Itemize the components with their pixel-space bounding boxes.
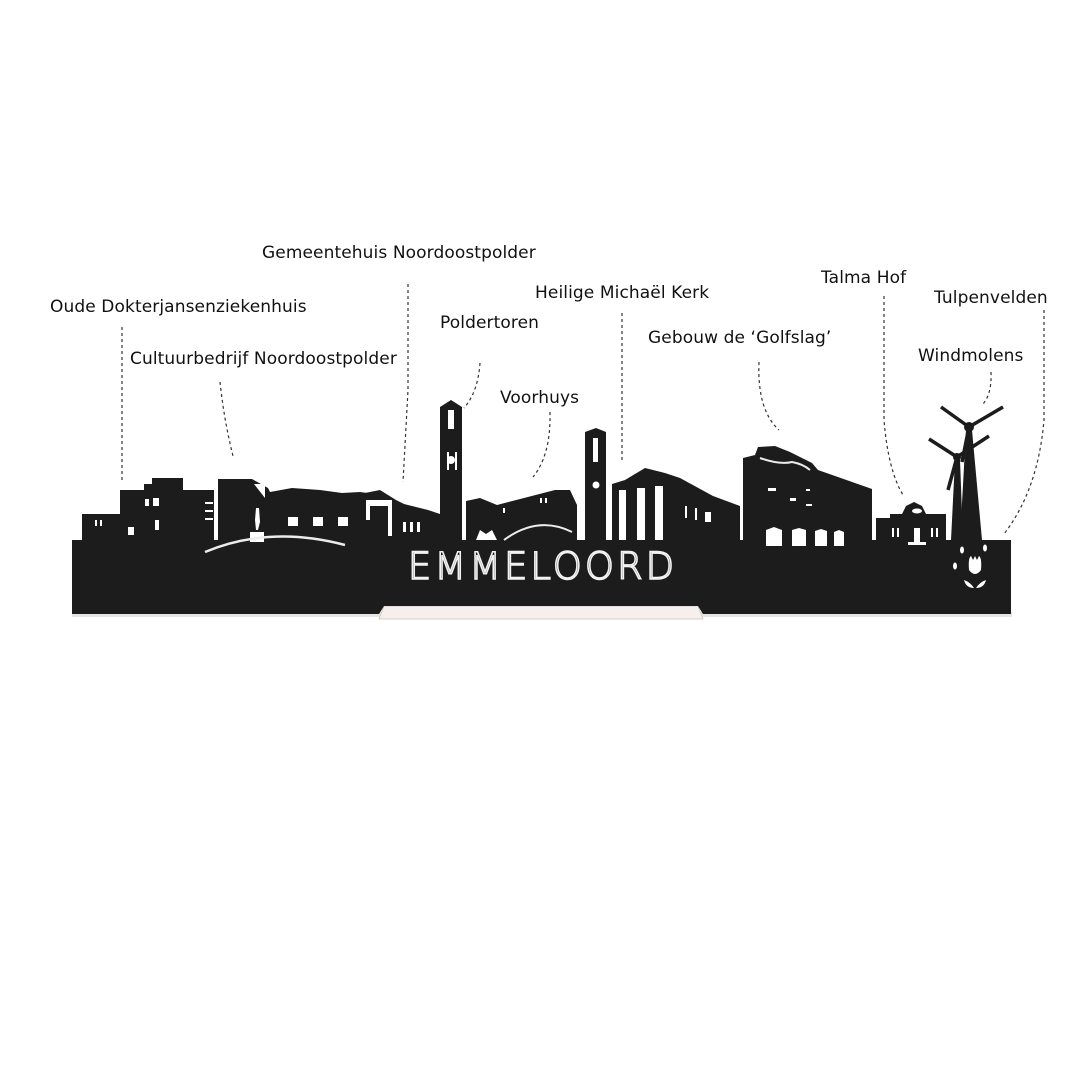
leader-tulpenvelden bbox=[1003, 310, 1045, 535]
building-cultuurbedrijf bbox=[204, 479, 374, 554]
building-golfslag bbox=[743, 446, 872, 546]
leader-poldertoren bbox=[463, 362, 481, 409]
label-talma-hof: Talma Hof bbox=[821, 268, 907, 288]
city-name-engraving: EMMELOORD bbox=[407, 545, 678, 588]
building-heilige-michael-kerk bbox=[585, 428, 740, 540]
building-oude-dokterjansenziekenhuis bbox=[82, 478, 214, 540]
windmills bbox=[928, 405, 1004, 540]
building-voorhuys bbox=[466, 490, 577, 541]
label-windmolens: Windmolens bbox=[918, 346, 1024, 366]
statue bbox=[255, 508, 260, 530]
label-gemeentehuis: Gemeentehuis Noordoostpolder bbox=[262, 243, 536, 263]
label-golfslag: Gebouw de ‘Golfslag’ bbox=[648, 328, 832, 348]
building-talma-hof bbox=[876, 502, 946, 545]
label-heilige-michael-kerk: Heilige Michaël Kerk bbox=[535, 283, 710, 303]
stand-base bbox=[378, 605, 704, 620]
leader-cultuurbedrijf bbox=[219, 381, 234, 457]
tulip-icon bbox=[953, 544, 987, 588]
leader-windmolens bbox=[981, 371, 992, 406]
base-plate bbox=[72, 540, 1011, 614]
label-tulpenvelden: Tulpenvelden bbox=[934, 288, 1048, 308]
building-poldertoren bbox=[440, 400, 462, 540]
label-oude-dokterjansenziekenhuis: Oude Dokterjansenziekenhuis bbox=[50, 297, 307, 317]
leader-golfslag bbox=[758, 361, 780, 431]
label-voorhuys: Voorhuys bbox=[500, 388, 580, 408]
leader-voorhuys bbox=[532, 411, 551, 478]
label-cultuurbedrijf: Cultuurbedrijf Noordoostpolder bbox=[130, 349, 397, 369]
label-poldertoren: Poldertoren bbox=[440, 313, 540, 333]
leader-talma-hof bbox=[883, 296, 904, 496]
building-gemeentehuis bbox=[360, 490, 440, 540]
